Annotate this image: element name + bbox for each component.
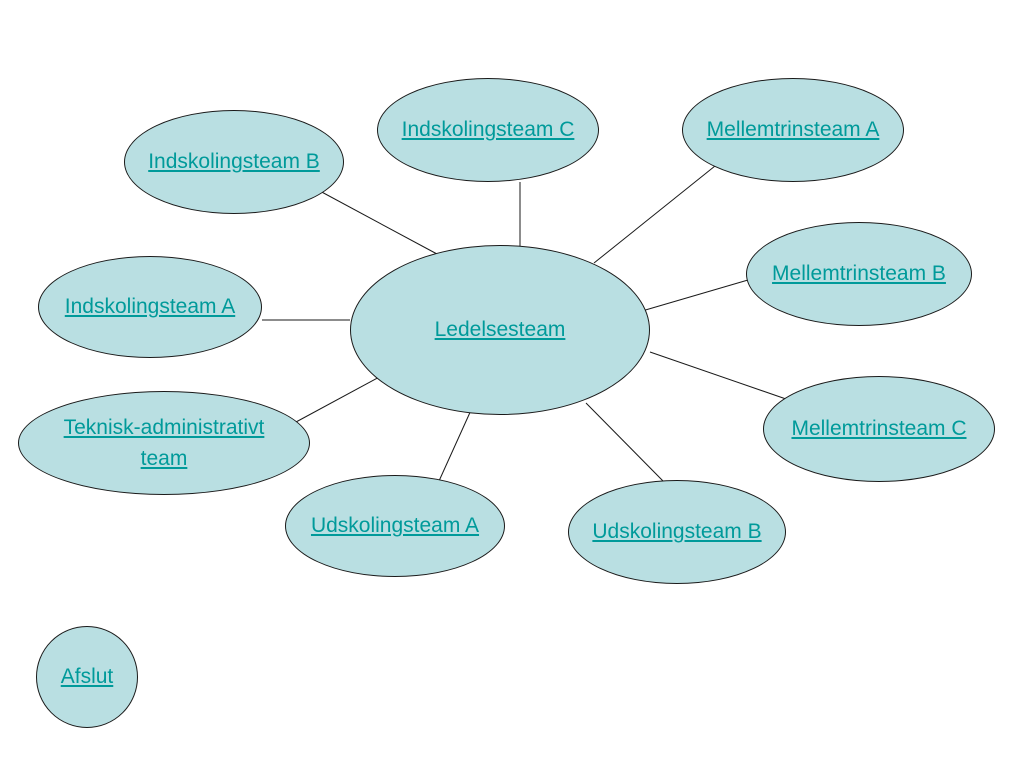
- node-mellemtrinsteam-b[interactable]: Mellemtrinsteam B: [746, 222, 972, 326]
- connector-teknisk: [295, 374, 384, 423]
- link-mellemtrinsteam-c[interactable]: Mellemtrinsteam C: [791, 417, 967, 441]
- connector-mellemtrin-c: [649, 351, 787, 400]
- link-mellemtrinsteam-a[interactable]: Mellemtrinsteam A: [706, 118, 880, 142]
- connector-mellemtrin-a: [593, 165, 716, 264]
- connector-indskoling-b: [317, 189, 438, 255]
- link-mellemtrinsteam-b[interactable]: Mellemtrinsteam B: [772, 262, 946, 286]
- connector-udskoling-a: [438, 407, 473, 482]
- node-udskolingsteam-a[interactable]: Udskolingsteam A: [285, 475, 505, 577]
- node-mellemtrinsteam-c[interactable]: Mellemtrinsteam C: [763, 376, 995, 482]
- node-ledelsesteam[interactable]: Ledelsesteam: [350, 245, 650, 415]
- node-indskolingsteam-a[interactable]: Indskolingsteam A: [38, 256, 262, 358]
- connector-udskoling-b: [585, 402, 665, 483]
- connector-mellemtrin-b: [641, 279, 749, 312]
- link-ledelsesteam[interactable]: Ledelsesteam: [434, 318, 566, 342]
- link-indskolingsteam-a[interactable]: Indskolingsteam A: [64, 295, 236, 319]
- node-indskolingsteam-b[interactable]: Indskolingsteam B: [124, 110, 344, 214]
- link-indskolingsteam-c[interactable]: Indskolingsteam C: [401, 118, 575, 142]
- link-teknisk-administrativt-team[interactable]: Teknisk-administrativt team: [63, 415, 265, 471]
- link-udskolingsteam-a[interactable]: Udskolingsteam A: [310, 514, 480, 538]
- link-udskolingsteam-b[interactable]: Udskolingsteam B: [592, 520, 762, 544]
- node-indskolingsteam-c[interactable]: Indskolingsteam C: [377, 78, 599, 182]
- node-mellemtrinsteam-a[interactable]: Mellemtrinsteam A: [682, 78, 904, 182]
- node-udskolingsteam-b[interactable]: Udskolingsteam B: [568, 480, 786, 584]
- afslut-button[interactable]: Afslut: [36, 626, 138, 728]
- node-teknisk-administrativt-team[interactable]: Teknisk-administrativt team: [18, 391, 310, 495]
- link-afslut[interactable]: Afslut: [60, 665, 114, 689]
- link-indskolingsteam-b[interactable]: Indskolingsteam B: [148, 150, 320, 174]
